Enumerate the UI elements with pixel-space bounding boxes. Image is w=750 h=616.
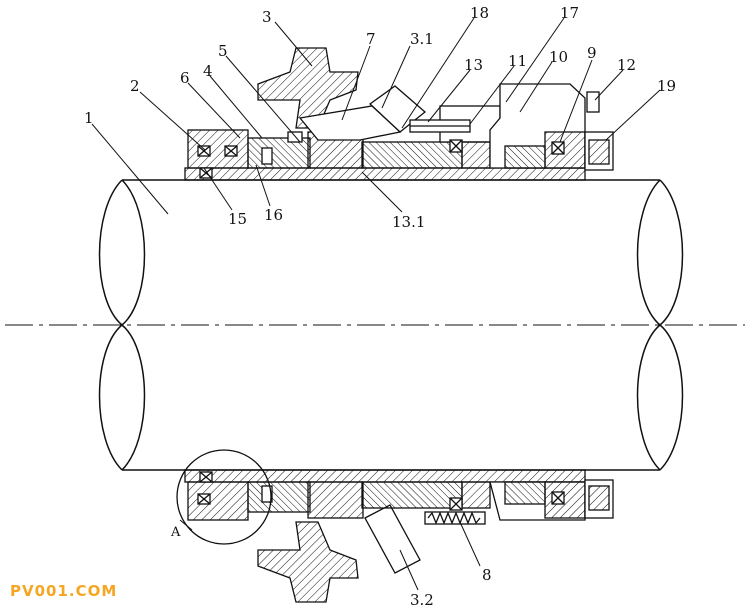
lower-seal-assembly <box>184 469 614 603</box>
label-17: 17 <box>560 4 579 22</box>
label-15: 15 <box>228 210 247 228</box>
label-16: 16 <box>264 206 283 224</box>
label-13-1: 13.1 <box>392 213 425 231</box>
label-3-1: 3.1 <box>410 30 434 48</box>
label-3-2: 3.2 <box>410 591 434 609</box>
label-9: 9 <box>587 44 597 62</box>
label-18: 18 <box>470 4 489 22</box>
leader-lines <box>91 17 661 591</box>
label-13: 13 <box>464 56 483 74</box>
label-12: 12 <box>617 56 636 74</box>
detail-a-circle <box>176 449 272 545</box>
label-6: 6 <box>180 69 190 87</box>
part-labels: 1 2 3 3.1 3.2 4 5 6 7 8 9 10 11 12 13 13… <box>84 4 676 609</box>
label-3: 3 <box>262 8 272 26</box>
upper-seal-assembly <box>184 47 614 181</box>
label-11: 11 <box>508 52 527 70</box>
label-4: 4 <box>203 62 213 80</box>
label-detail-a: A <box>170 525 181 540</box>
label-2: 2 <box>130 77 140 95</box>
label-8: 8 <box>482 566 492 584</box>
label-10: 10 <box>549 48 568 66</box>
label-1: 1 <box>84 109 94 127</box>
label-5: 5 <box>218 42 228 60</box>
label-7: 7 <box>366 30 376 48</box>
watermark: PV001.COM <box>10 582 117 600</box>
label-19: 19 <box>657 77 676 95</box>
